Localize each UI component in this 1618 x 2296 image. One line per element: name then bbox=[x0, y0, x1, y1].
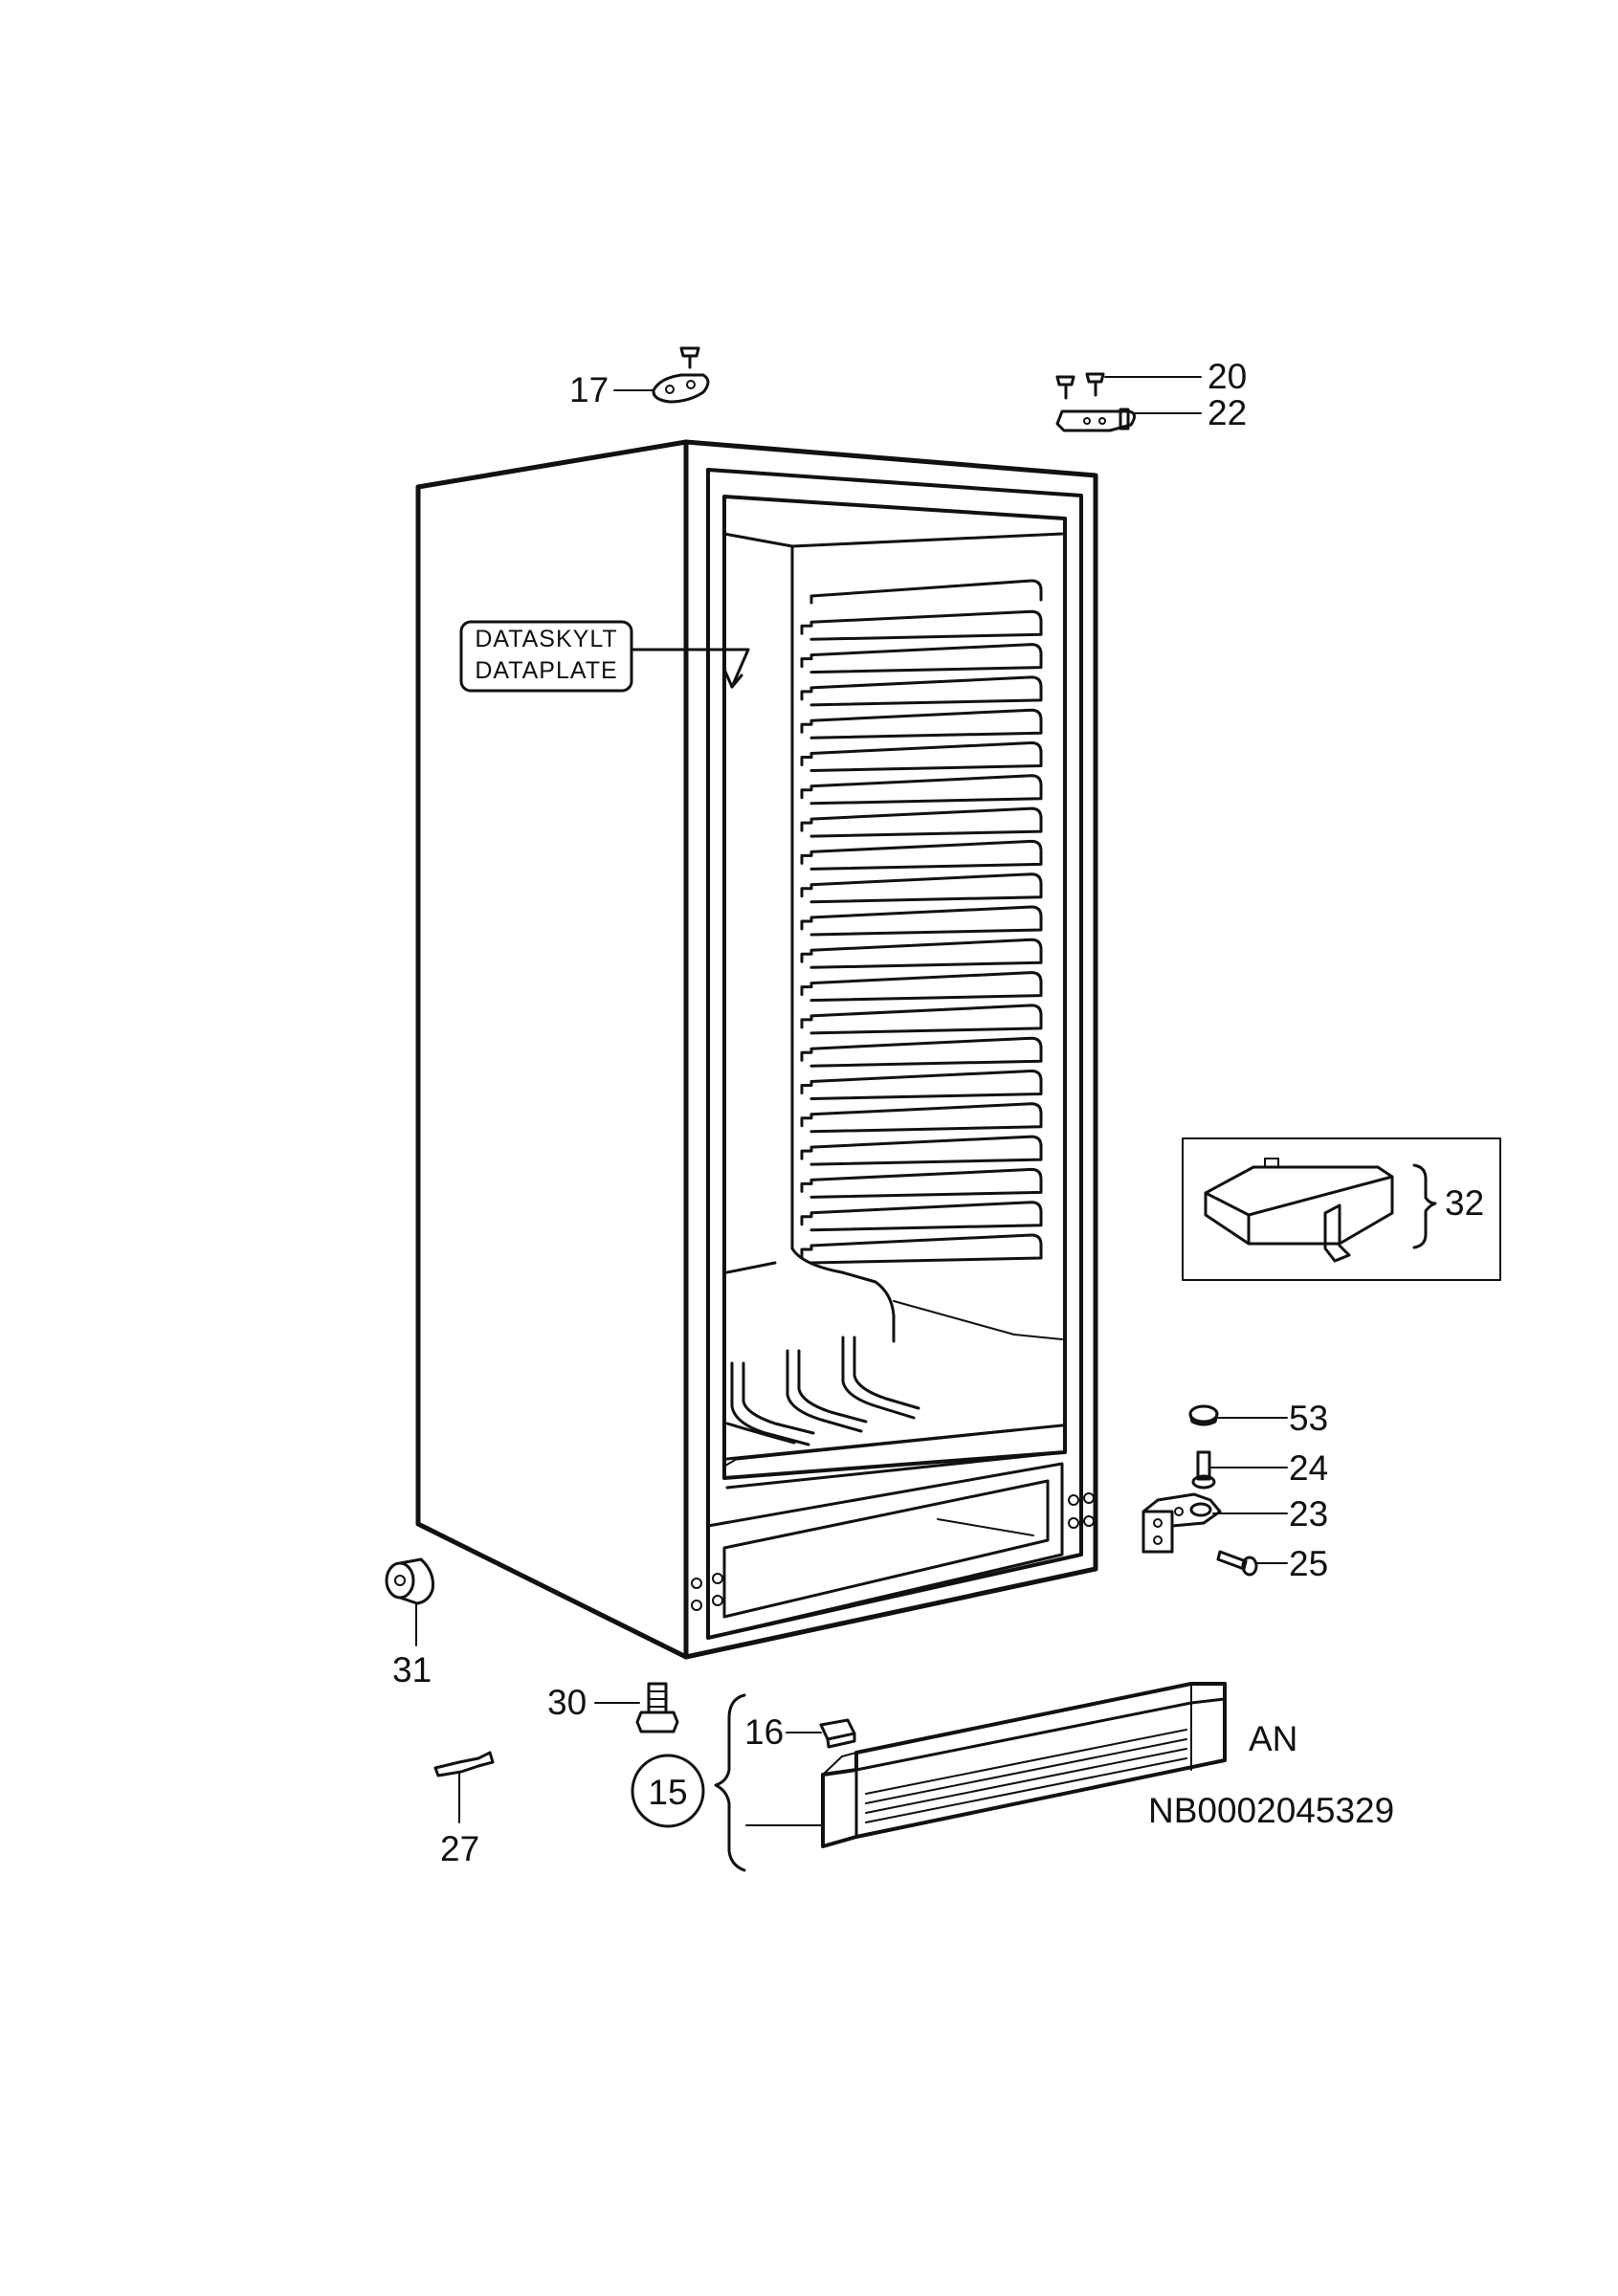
shelf-rail bbox=[800, 1004, 1043, 1035]
part-16-label: 16 bbox=[744, 1712, 784, 1752]
shelf-rail bbox=[800, 1201, 1043, 1232]
shelf-rail bbox=[800, 774, 1043, 806]
shelf-rail bbox=[800, 1167, 1043, 1199]
variant-code: AN bbox=[1249, 1719, 1297, 1758]
part-27-label: 27 bbox=[440, 1829, 479, 1868]
part-32-label: 32 bbox=[1445, 1183, 1484, 1223]
shelf-rail bbox=[800, 609, 1043, 641]
part-24-label: 24 bbox=[1289, 1448, 1328, 1488]
part-22-label: 22 bbox=[1208, 393, 1247, 432]
shelf-rail bbox=[800, 938, 1043, 969]
data-plate-label-line2: DATAPLATE bbox=[475, 657, 617, 684]
shelf-rail bbox=[800, 1135, 1043, 1166]
part-23-label: 23 bbox=[1289, 1494, 1328, 1534]
data-plate-callout: DATASKYLT DATAPLATE bbox=[459, 620, 750, 693]
part-15-kick-plate: 15 16 bbox=[631, 1682, 1227, 1872]
part-17-hinge-cover: 17 bbox=[569, 346, 710, 409]
part-31-label: 31 bbox=[392, 1650, 432, 1689]
shelf-rail bbox=[800, 1070, 1043, 1100]
shelf-rail bbox=[809, 579, 1043, 605]
shelf-rail bbox=[800, 708, 1043, 740]
shelf-rail bbox=[800, 872, 1043, 904]
shelf-rail bbox=[800, 675, 1043, 707]
shelf-rail bbox=[800, 1036, 1043, 1068]
part-30-bolt: 30 bbox=[547, 1682, 679, 1733]
shelf-rail bbox=[800, 971, 1043, 1003]
part-27-tool: 27 bbox=[433, 1751, 495, 1868]
part-30-label: 30 bbox=[547, 1683, 587, 1722]
part-53-label: 53 bbox=[1289, 1399, 1328, 1438]
shelf-rail bbox=[800, 1102, 1043, 1134]
part-17-label: 17 bbox=[569, 370, 609, 409]
shelf-rails bbox=[800, 579, 1043, 1265]
shelf-rail bbox=[800, 839, 1043, 871]
shelf-rail bbox=[800, 806, 1043, 838]
part-32-accessory-box: 32 bbox=[1182, 1137, 1501, 1281]
shelf-rail bbox=[800, 1233, 1043, 1265]
part-31-foot: 31 bbox=[385, 1557, 434, 1689]
part-25-label: 25 bbox=[1289, 1544, 1328, 1583]
shelf-rail bbox=[800, 643, 1043, 674]
shelf-rail bbox=[800, 741, 1043, 772]
part-15-label: 15 bbox=[648, 1773, 687, 1812]
part-bottom-hinge-assembly: 53 24 23 25 bbox=[1141, 1399, 1328, 1583]
evaporator-tubes bbox=[724, 1336, 1016, 1467]
data-plate-label-line1: DATASKYLT bbox=[475, 626, 617, 652]
drawing-number: NB0002045329 bbox=[1148, 1791, 1394, 1830]
part-20-label: 20 bbox=[1208, 357, 1247, 396]
cabinet-body bbox=[415, 439, 1098, 1660]
shelf-rail bbox=[800, 905, 1043, 937]
part-20-22-top-hinge: 20 22 bbox=[1055, 357, 1247, 432]
